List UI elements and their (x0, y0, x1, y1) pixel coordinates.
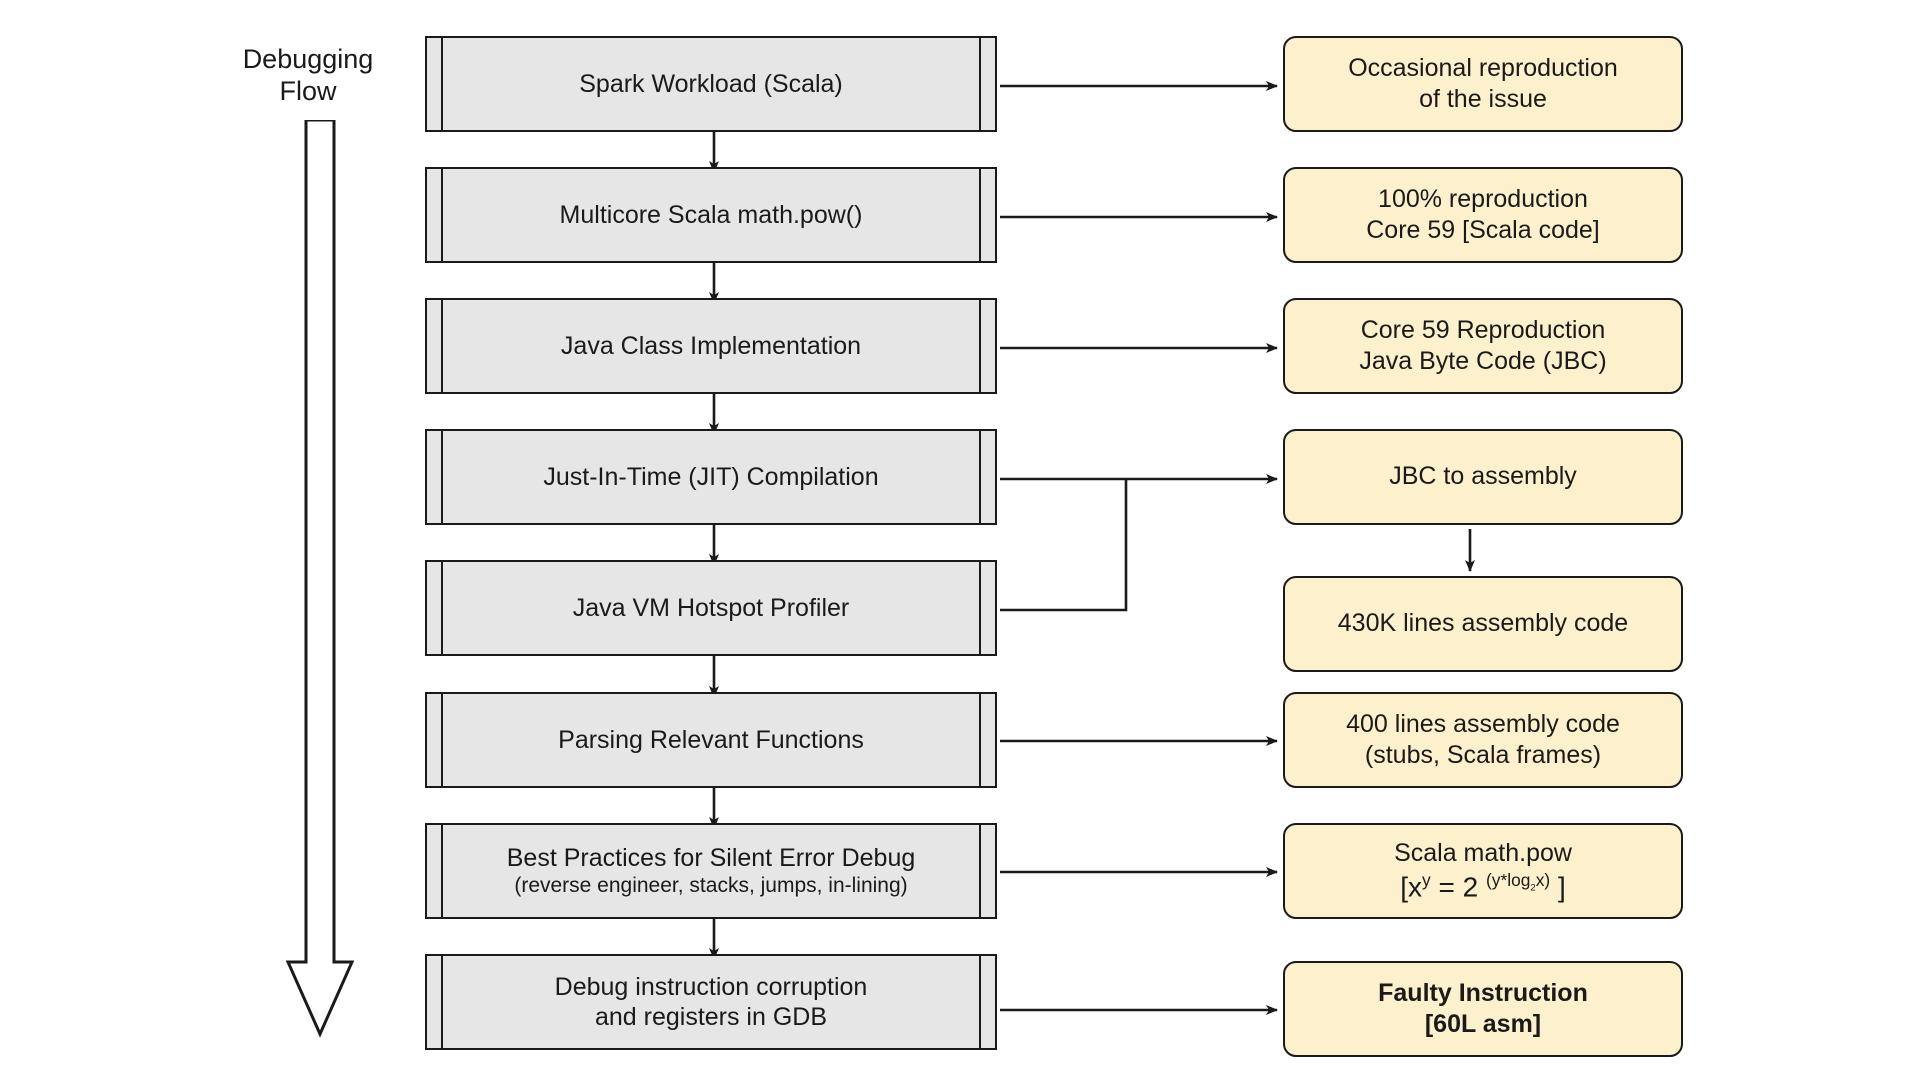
process-bar-left (441, 36, 443, 132)
process-bar-left (441, 560, 443, 656)
formula-sup-open: (y*log (1486, 870, 1531, 891)
note-core59-jbc[interactable]: Core 59 Reproduction Java Byte Code (JBC… (1283, 298, 1683, 394)
process-bar-left (441, 692, 443, 788)
note-faulty-instruction[interactable]: Faulty Instruction [60L asm] (1283, 961, 1683, 1057)
process-bar-right (979, 36, 981, 132)
note-full-repro[interactable]: 100% reproduction Core 59 [Scala code] (1283, 167, 1683, 263)
formula-exponent: y (1422, 870, 1431, 891)
process-box-multicore-mathpow[interactable]: Multicore Scala math.pow() (425, 167, 997, 263)
note-occasional-repro[interactable]: Occasional reproduction of the issue (1283, 36, 1683, 132)
process-box-jvm-hotspot[interactable]: Java VM Hotspot Profiler (425, 560, 997, 656)
process-bar-right (979, 429, 981, 525)
process-bar-left (441, 954, 443, 1050)
process-label: Parsing Relevant Functions (558, 726, 864, 754)
process-bar-left (441, 429, 443, 525)
note-jbc-to-assembly[interactable]: JBC to assembly (1283, 429, 1683, 525)
process-label: Java VM Hotspot Profiler (572, 594, 850, 622)
process-box-debug-gdb[interactable]: Debug instruction corruption and registe… (425, 954, 997, 1050)
process-label: Best Practices for Silent Error Debug (506, 843, 916, 872)
formula-prefix: [x (1400, 871, 1423, 903)
process-bar-left (441, 298, 443, 394)
note-assembly-430k[interactable]: 430K lines assembly code (1283, 576, 1683, 672)
formula-superscript: (y*log2x) (1486, 870, 1551, 893)
process-box-best-practices[interactable]: Best Practices for Silent Error Debug (r… (425, 823, 997, 919)
debugging-flow-label: Debugging Flow (242, 44, 374, 106)
process-label: Spark Workload (Scala) (579, 70, 843, 98)
process-label: Just-In-Time (JIT) Compilation (543, 463, 879, 491)
process-label: Multicore Scala math.pow() (559, 201, 863, 229)
process-bar-right (979, 298, 981, 394)
process-bar-right (979, 167, 981, 263)
formula-mid: = 2 (1430, 871, 1486, 903)
process-sublabel: (reverse engineer, stacks, jumps, in-lin… (514, 873, 908, 897)
formula-expression: [xy = 2 (y*log2x) ] (1400, 870, 1565, 904)
formula-suffix: ] (1550, 871, 1566, 903)
process-bar-right (979, 954, 981, 1050)
formula-sup-base: 2 (1530, 882, 1536, 894)
note-assembly-400[interactable]: 400 lines assembly code (stubs, Scala fr… (1283, 692, 1683, 788)
process-bar-left (441, 167, 443, 263)
formula-sup-close: x) (1535, 870, 1551, 891)
debugging-flow-down-arrow (284, 118, 356, 1045)
process-bar-left (441, 823, 443, 919)
process-bar-right (979, 692, 981, 788)
process-box-spark-workload[interactable]: Spark Workload (Scala) (425, 36, 997, 132)
process-bar-right (979, 823, 981, 919)
process-label: Java Class Implementation (560, 332, 862, 360)
note-scala-mathpow-formula[interactable]: Scala math.pow [xy = 2 (y*log2x) ] (1283, 823, 1683, 919)
formula-title: Scala math.pow (1394, 839, 1572, 868)
process-box-parsing-functions[interactable]: Parsing Relevant Functions (425, 692, 997, 788)
process-box-java-class-impl[interactable]: Java Class Implementation (425, 298, 997, 394)
process-box-jit-compilation[interactable]: Just-In-Time (JIT) Compilation (425, 429, 997, 525)
process-bar-right (979, 560, 981, 656)
process-label: Debug instruction corruption and registe… (554, 973, 868, 1031)
